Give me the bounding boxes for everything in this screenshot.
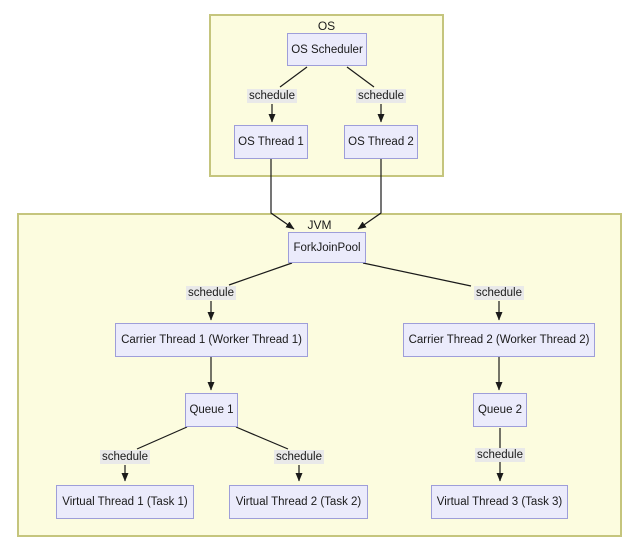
node-virtual-thread-3: Virtual Thread 3 (Task 3): [431, 485, 568, 519]
edge-label-schedule-os-left: schedule: [246, 89, 298, 103]
os-group-label: OS: [317, 19, 336, 33]
edge-os-thread-1-to-forkjoinpool: [270, 159, 295, 230]
edge-scheduler-to-schedule-right: [346, 66, 375, 88]
node-queue-1: Queue 1: [185, 393, 238, 427]
node-carrier-thread-2: Carrier Thread 2 (Worker Thread 2): [403, 323, 595, 357]
node-forkjoinpool: ForkJoinPool: [288, 232, 366, 263]
edge-forkjoinpool-to-schedule-right: [362, 262, 472, 287]
edge-queue-1-to-schedule-left: [136, 426, 188, 450]
edge-label-schedule-os-right: schedule: [355, 89, 407, 103]
node-queue-2: Queue 2: [473, 393, 527, 427]
edge-label-schedule-virtual-1: schedule: [99, 450, 151, 464]
edge-label-schedule-virtual-2: schedule: [273, 450, 325, 464]
node-virtual-thread-2: Virtual Thread 2 (Task 2): [229, 485, 368, 519]
node-carrier-thread-1: Carrier Thread 1 (Worker Thread 1): [115, 323, 308, 357]
jvm-group-box: JVM: [17, 213, 622, 537]
edge-label-schedule-carrier-1: schedule: [185, 286, 237, 300]
jvm-group-label: JVM: [307, 218, 332, 232]
edge-label-schedule-virtual-3: schedule: [474, 448, 526, 462]
edge-queue-1-to-schedule-right: [235, 426, 289, 450]
edge-scheduler-to-schedule-left: [279, 66, 308, 88]
node-virtual-thread-1: Virtual Thread 1 (Task 1): [56, 485, 194, 519]
node-os-thread-1: OS Thread 1: [234, 125, 308, 159]
edge-forkjoinpool-to-schedule-left: [228, 262, 293, 286]
edge-label-schedule-carrier-2: schedule: [473, 286, 525, 300]
node-os-scheduler: OS Scheduler: [287, 33, 367, 66]
node-os-thread-2: OS Thread 2: [344, 125, 418, 159]
edge-os-thread-2-to-forkjoinpool: [357, 159, 382, 230]
